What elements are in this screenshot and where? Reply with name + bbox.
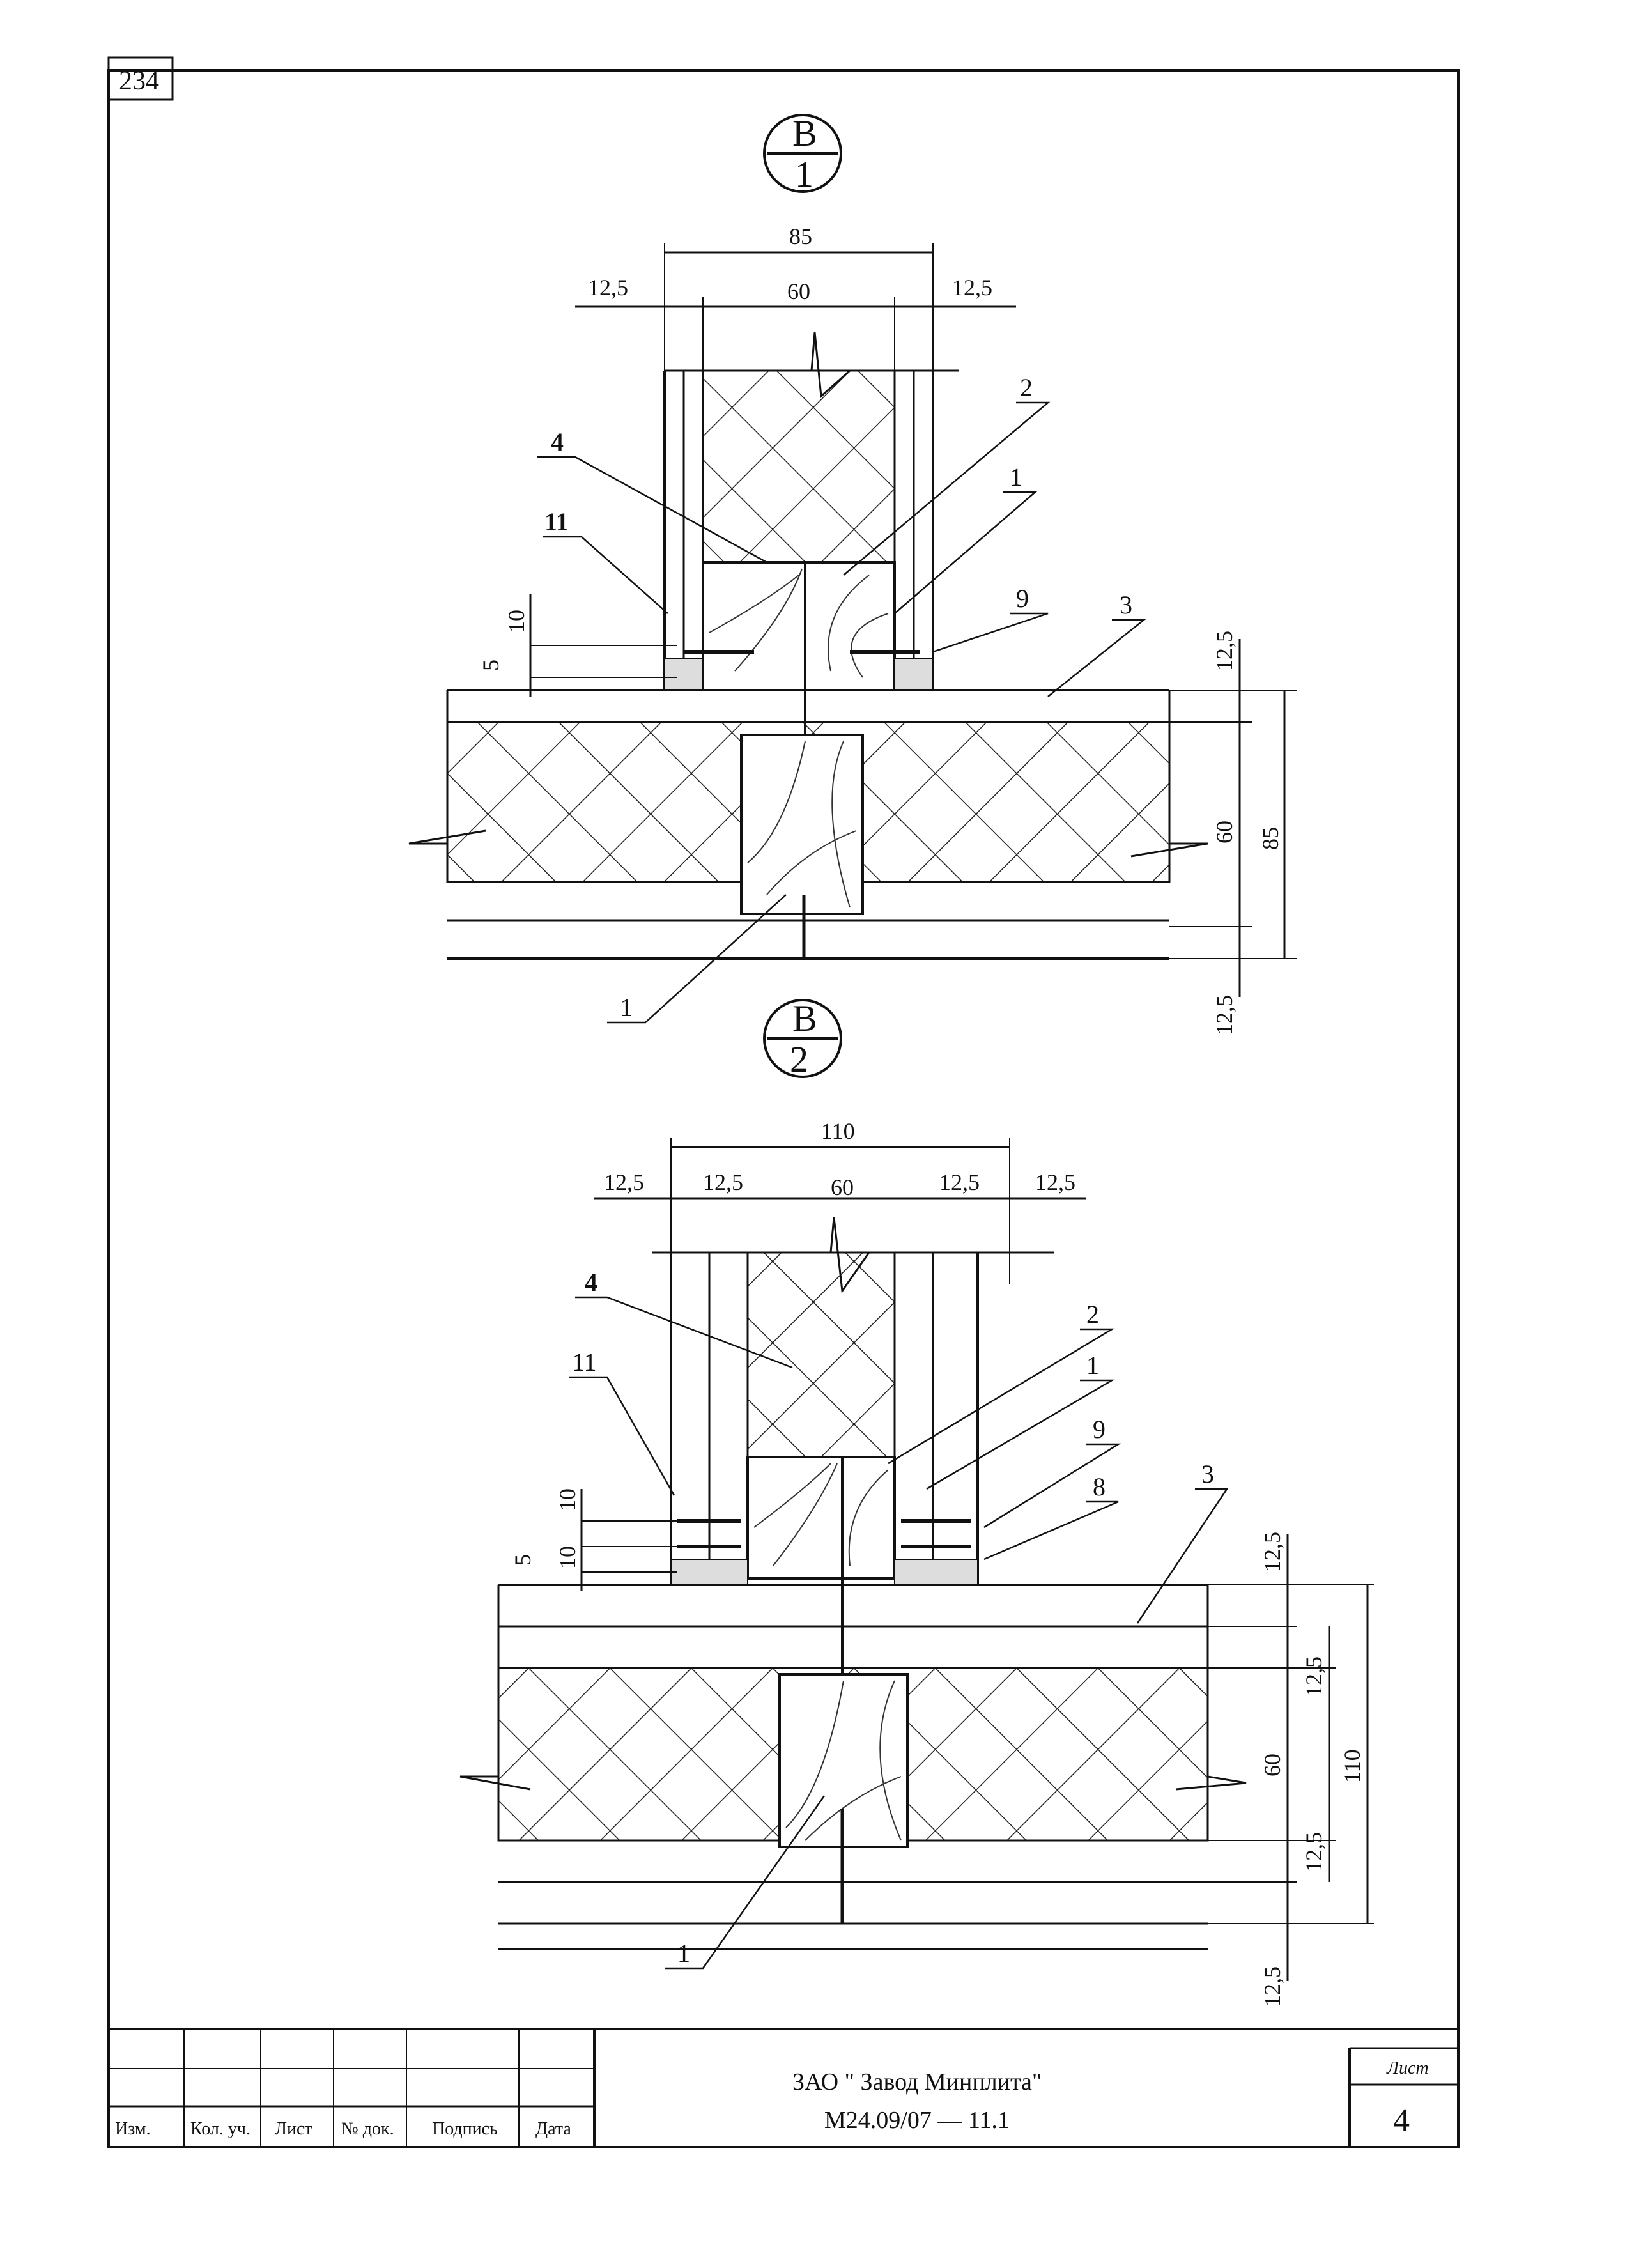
dim-2-left-a: 10 <box>555 1488 580 1511</box>
callout-1-3: 3 <box>1120 590 1132 619</box>
section-marker-2 <box>763 999 842 1078</box>
section-marker-1 <box>763 114 842 193</box>
callout-1-9: 9 <box>1016 584 1029 613</box>
dim-2-right-total: 110 <box>1339 1749 1365 1783</box>
callout-1-11: 11 <box>544 507 569 536</box>
dim-1-right-total: 85 <box>1258 827 1283 850</box>
dim-2-middle: 60 <box>831 1175 854 1200</box>
callout-2-8: 8 <box>1093 1472 1106 1501</box>
dim-2-l1: 12,5 <box>604 1169 644 1195</box>
dim-2-right-inner-bottom: 12,5 <box>1301 1832 1327 1872</box>
callout-1-4: 4 <box>551 428 564 456</box>
wall-2-timber <box>746 1456 896 1580</box>
dim-1-right-middle: 60 <box>1212 821 1237 844</box>
wall-1-insulation <box>702 369 896 564</box>
callout-2-9: 9 <box>1093 1415 1106 1444</box>
page-number-box <box>107 56 174 101</box>
dim-2-right-middle: 60 <box>1260 1754 1285 1777</box>
callout-2-3: 3 <box>1201 1460 1214 1488</box>
callout-2-11: 11 <box>572 1348 597 1377</box>
callout-2-4: 4 <box>585 1268 597 1297</box>
company-name: ЗАО " Завод Минплита" <box>792 2069 1042 2095</box>
dim-1-left-b: 5 <box>478 660 504 671</box>
col-date: Дата <box>535 2119 571 2139</box>
floor-1-timber <box>740 734 864 915</box>
sheet-number: 4 <box>1393 2102 1410 2139</box>
dim-2-left-b: 10 <box>555 1546 580 1569</box>
col-doc-no: № док. <box>341 2119 394 2139</box>
dim-2-right-inner-top: 12,5 <box>1301 1656 1327 1697</box>
dim-2-left-c: 5 <box>510 1554 535 1566</box>
dim-1-right: 12,5 <box>952 275 992 300</box>
col-izm: Изм. <box>115 2119 151 2139</box>
page-number: 234 <box>119 66 159 96</box>
callout-2-2: 2 <box>1086 1300 1099 1329</box>
marker-1-number: 1 <box>795 153 813 195</box>
dim-1-middle: 60 <box>787 279 810 304</box>
marker-2-number: 2 <box>790 1038 808 1080</box>
title-block: Изм. Кол. уч. Лист № док. Подпись Дата З… <box>107 2028 1460 2148</box>
dim-2-right-top: 12,5 <box>1260 1532 1285 1572</box>
callout-1-2: 2 <box>1020 373 1033 402</box>
callout-2-1a: 1 <box>1086 1351 1099 1380</box>
sheet-label: Лист <box>1386 2058 1429 2078</box>
document-code: М24.09/07 — 11.1 <box>824 2107 1010 2134</box>
dim-1-right-bottom: 12,5 <box>1212 995 1237 1035</box>
wall-1-timber <box>702 561 896 691</box>
detail-1: В 1 85 12,5 60 12,5 <box>408 112 1297 1035</box>
wall-2-insulation <box>746 1251 896 1458</box>
dim-2-r1: 12,5 <box>939 1169 980 1195</box>
marker-1-letter: В <box>792 112 817 154</box>
dim-2-l2: 12,5 <box>703 1169 743 1195</box>
callout-2-1b: 1 <box>677 1939 690 1968</box>
dim-1-total: 85 <box>789 224 812 249</box>
dim-1-left: 12,5 <box>588 275 628 300</box>
dim-1-right-top: 12,5 <box>1212 631 1237 671</box>
col-list: Лист <box>275 2119 312 2139</box>
callout-1-1b: 1 <box>620 993 633 1022</box>
detail-2: В 2 110 12,5 12,5 60 12,5 12,5 <box>459 998 1374 2007</box>
dim-1-left-a: 10 <box>504 610 529 633</box>
dim-2-right-bottom: 12,5 <box>1260 1966 1285 2007</box>
dim-2-total: 110 <box>821 1118 855 1144</box>
callout-1-1a: 1 <box>1010 463 1022 491</box>
marker-2-letter: В <box>792 998 817 1039</box>
dim-2-r2: 12,5 <box>1035 1169 1075 1195</box>
col-signature: Подпись <box>432 2119 498 2139</box>
col-kol-uch: Кол. уч. <box>190 2119 250 2139</box>
